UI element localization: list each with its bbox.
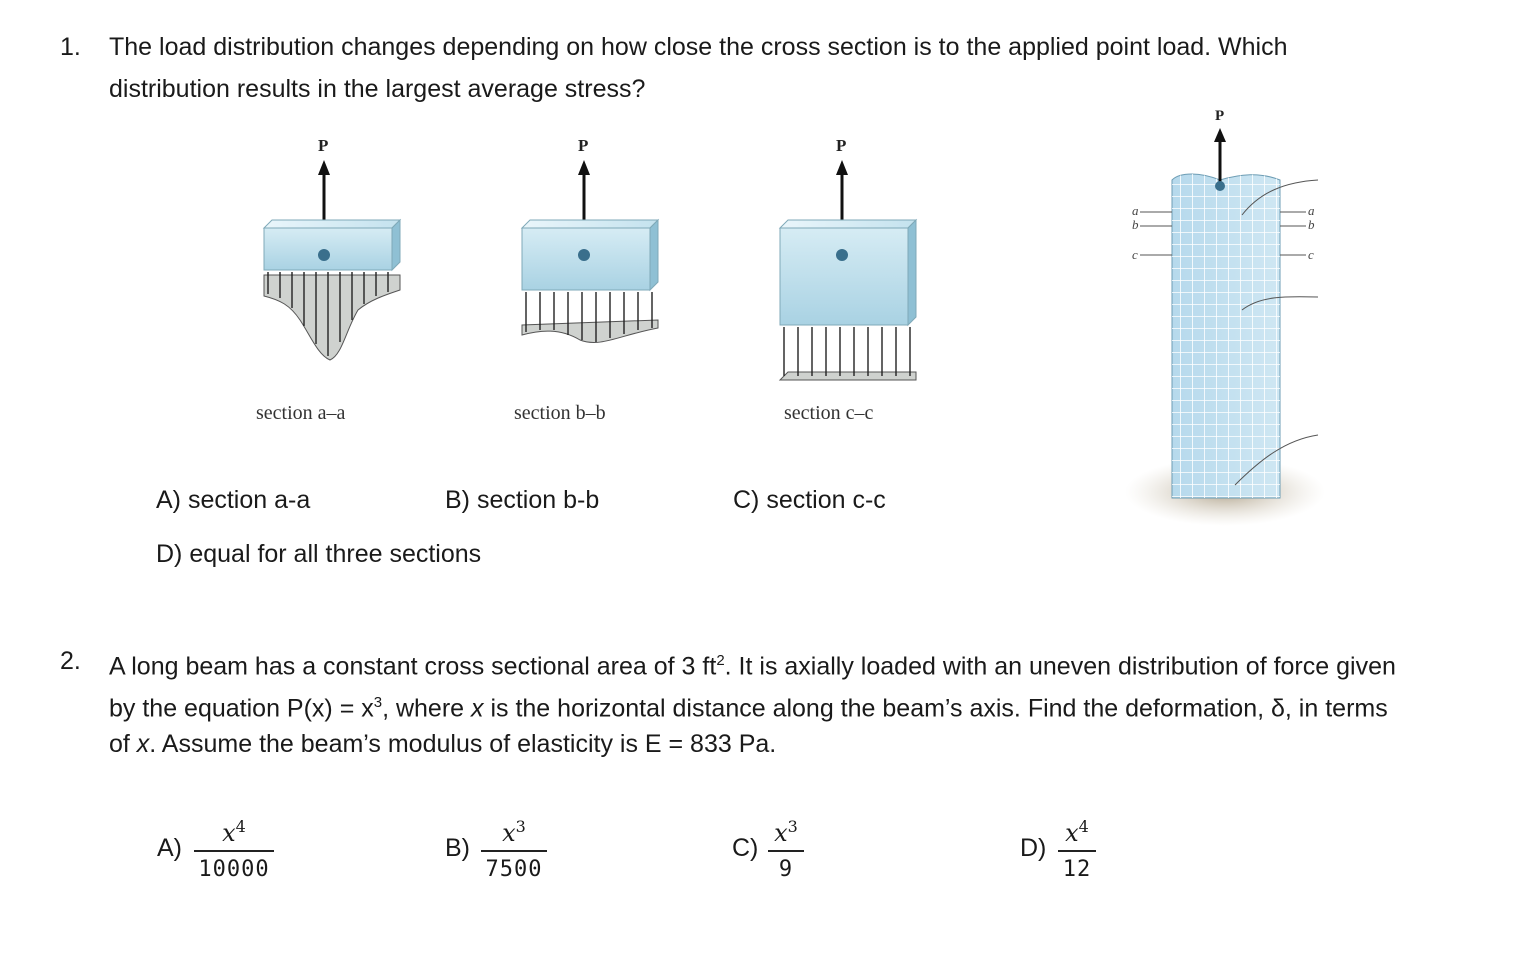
column-mark-b-left: b xyxy=(1132,217,1139,232)
section-b-label: section b–b xyxy=(514,402,606,424)
section-figures xyxy=(262,160,918,381)
load-label-b: P xyxy=(578,136,589,155)
q2-option-b-denominator: 7500 xyxy=(485,857,543,882)
question-1-text-line-2: distribution results in the largest aver… xyxy=(109,75,646,103)
q2-option-a-letter[interactable]: A) xyxy=(157,834,182,862)
loaded-column-figure: a b c a b c P xyxy=(1125,108,1325,526)
column-mark-b-right: b xyxy=(1308,217,1315,232)
section-c-label: section c–c xyxy=(784,402,874,424)
question-2-number: 2. xyxy=(60,647,81,675)
q2-option-c-letter[interactable]: C) xyxy=(732,834,759,862)
question-1-number: 1. xyxy=(60,33,81,61)
column-mark-c-left: c xyxy=(1132,247,1138,262)
q2-option-a-fraction[interactable]: x4 10000 xyxy=(194,814,274,882)
q2-option-a-denominator: 10000 xyxy=(198,857,270,882)
q2-option-c-fraction[interactable]: x3 9 xyxy=(768,814,804,882)
section-a-figure xyxy=(262,160,402,361)
q1-choice-a[interactable]: A) section a-a xyxy=(156,486,311,514)
fraction-bar xyxy=(194,850,274,852)
q2-option-d-letter[interactable]: D) xyxy=(1020,834,1047,862)
q2-option-c-numerator: x3 xyxy=(774,817,798,847)
q2-option-b-fraction[interactable]: x3 7500 xyxy=(481,814,547,882)
q2-option-b-letter[interactable]: B) xyxy=(445,834,470,862)
fraction-bar xyxy=(1058,850,1096,852)
q2-option-a-numerator: x4 xyxy=(222,817,246,847)
q2-option-d-fraction[interactable]: x4 12 xyxy=(1058,814,1096,882)
q1-choice-b[interactable]: B) section b-b xyxy=(445,486,600,514)
load-label-a: P xyxy=(318,136,329,155)
q2-option-d-numerator: x4 xyxy=(1065,817,1089,847)
q2-option-c-denominator: 9 xyxy=(778,857,794,882)
column-mark-a-left: a xyxy=(1132,203,1139,218)
column-mark-c-right: c xyxy=(1308,247,1314,262)
section-b-figure xyxy=(520,160,660,343)
load-label-c: P xyxy=(836,136,847,155)
question-1-text-line-1: The load distribution changes depending … xyxy=(109,33,1288,61)
section-c-figure xyxy=(778,160,918,381)
question-2-text-line-3: of x. Assume the beam’s modulus of elast… xyxy=(109,730,777,758)
question-2-text-line-2: by the equation P(x) = x3, where x is th… xyxy=(109,694,1388,723)
column-load-label: P xyxy=(1215,108,1224,124)
fraction-bar xyxy=(768,850,804,852)
fraction-bar xyxy=(481,850,547,852)
q2-option-d-denominator: 12 xyxy=(1062,857,1092,882)
column-mark-a-right: a xyxy=(1308,203,1315,218)
q1-choice-c[interactable]: C) section c-c xyxy=(733,486,886,514)
section-a-label: section a–a xyxy=(256,402,346,424)
q2-option-b-numerator: x3 xyxy=(502,817,526,847)
q1-choice-d[interactable]: D) equal for all three sections xyxy=(156,540,482,568)
question-2-text-line-1: A long beam has a constant cross section… xyxy=(109,652,1396,681)
